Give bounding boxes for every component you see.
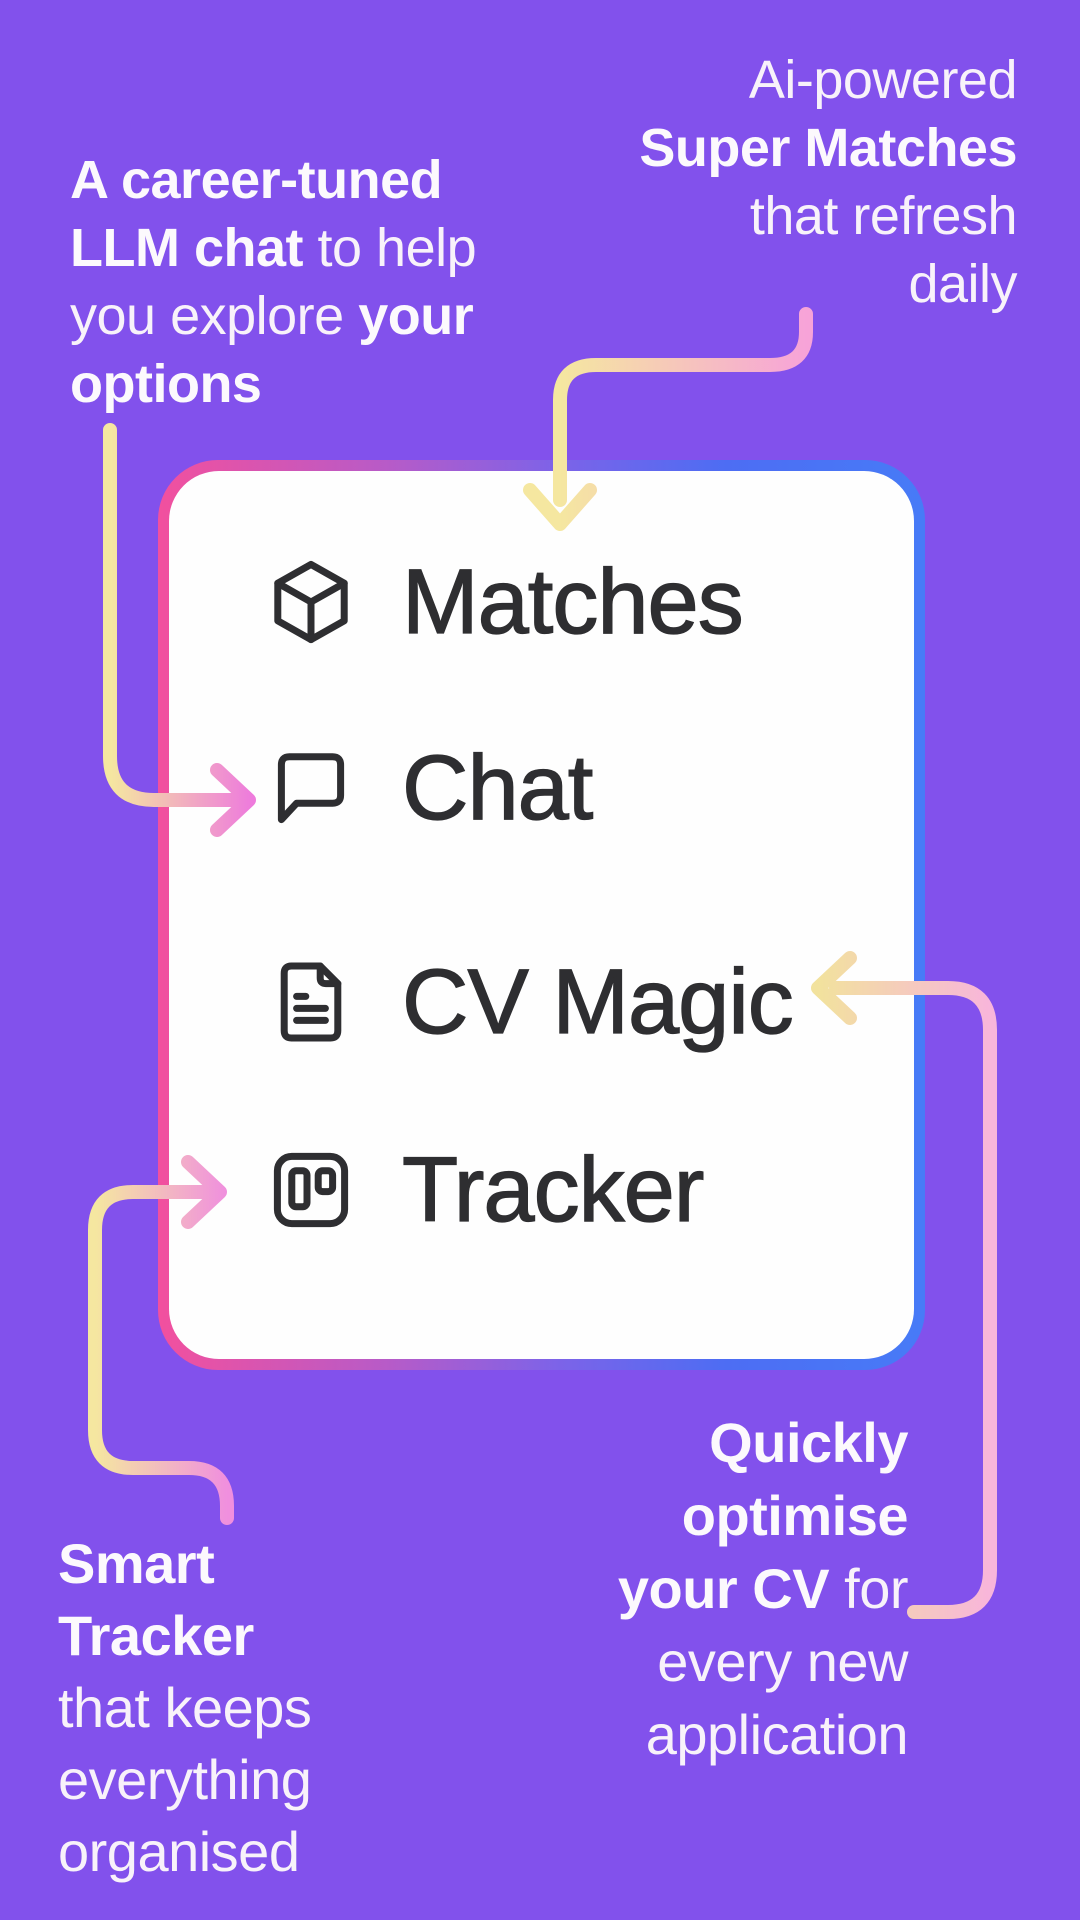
menu-item-label: Tracker xyxy=(401,1138,705,1241)
kanban-board-icon xyxy=(273,1152,349,1228)
chat-bubble-icon xyxy=(277,753,345,824)
menu-item-chat[interactable]: Chat xyxy=(263,736,594,840)
menu-item-cv-magic[interactable]: CV Magic xyxy=(263,950,794,1054)
menu-item-label: Chat xyxy=(401,736,594,839)
document-icon xyxy=(280,962,342,1042)
menu-item-tracker[interactable]: Tracker xyxy=(263,1138,705,1242)
menu-item-label: Matches xyxy=(401,550,744,653)
app-menu-card: Matches Chat CV Magic xyxy=(158,460,925,1370)
menu-item-label: CV Magic xyxy=(401,950,794,1053)
cube-icon xyxy=(274,560,348,644)
menu-item-matches[interactable]: Matches xyxy=(263,550,744,654)
app-menu: Matches Chat CV Magic xyxy=(169,471,914,1359)
